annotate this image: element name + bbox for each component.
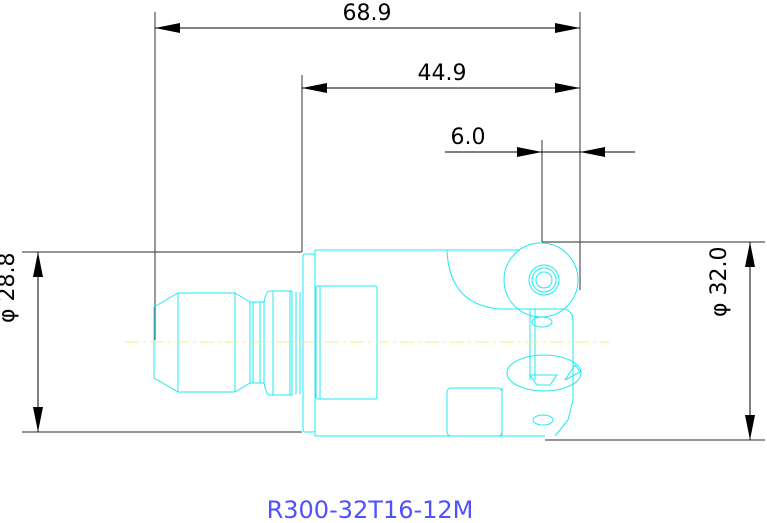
drawing-title: R300-32T16-12M [267, 496, 474, 523]
dimension-insert-offset: 6.0 [445, 125, 635, 157]
dimension-label: 44.9 [418, 61, 467, 86]
dimension-label: φ 28.8 [0, 253, 20, 324]
extension-lines [22, 12, 765, 441]
dimension-label: 68.9 [343, 1, 392, 26]
dimension-head-length: 44.9 [302, 61, 580, 93]
dimension-shank-diameter: φ 28.8 [0, 252, 43, 432]
dimension-cutting-diameter: φ 32.0 [707, 242, 755, 440]
dimension-label: φ 32.0 [707, 247, 732, 318]
tool-body [153, 242, 582, 437]
dimension-label: 6.0 [451, 125, 486, 150]
dimension-overall-length: 68.9 [155, 1, 580, 33]
